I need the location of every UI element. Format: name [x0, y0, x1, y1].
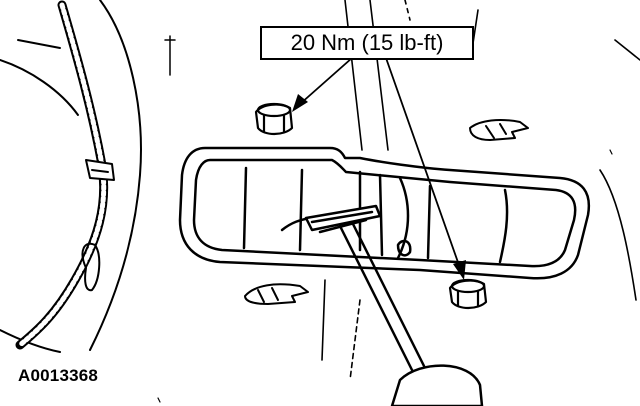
- nut-upper: [254, 102, 294, 136]
- arrowhead-to-upper-nut: [292, 94, 308, 112]
- arrowhead-to-lower-nut: [453, 260, 466, 280]
- background-structure: [321, 0, 640, 381]
- figure-id-label: A0013368: [18, 366, 99, 385]
- conduit-clip: [85, 159, 115, 181]
- nut-lower: [448, 278, 488, 310]
- access-panel-frame: [178, 146, 591, 280]
- panel-slot: [81, 242, 101, 292]
- retaining-clip-lower: [244, 283, 309, 305]
- retaining-clip-upper: [469, 119, 529, 141]
- scan-marks: [157, 149, 613, 403]
- body-panel-left: [0, 0, 176, 353]
- wiring-conduit: [15, 0, 109, 350]
- screwdriver-tool: [304, 204, 484, 406]
- torque-spec-label: 20 Nm (15 lb-ft): [290, 30, 444, 55]
- callout-leaders: [299, 57, 461, 269]
- torque-callout: 20 Nm (15 lb-ft): [260, 26, 474, 60]
